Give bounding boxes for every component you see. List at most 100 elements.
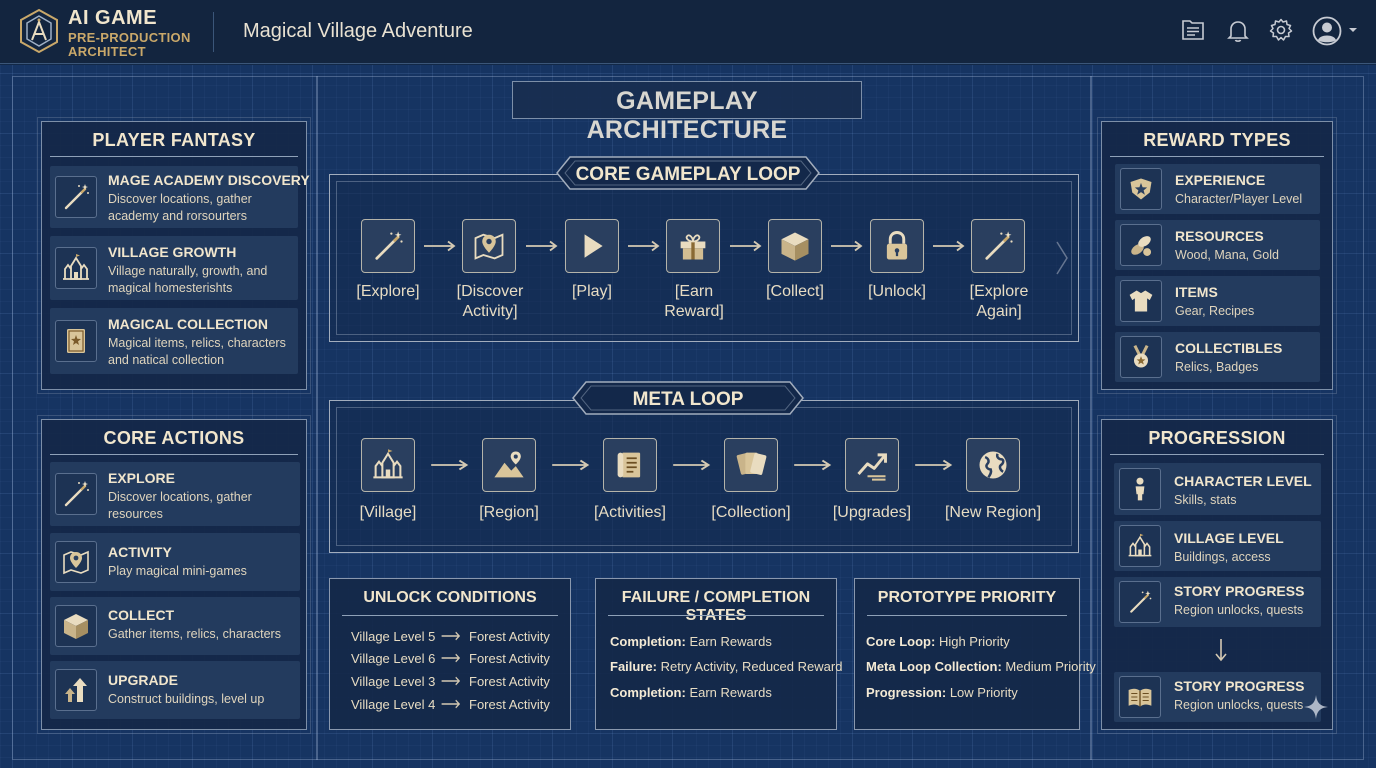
tab-shape (556, 156, 820, 190)
reward-card-experience[interactable]: EXPERIENCE Character/Player Level (1115, 164, 1320, 214)
core-step-collect[interactable] (768, 219, 822, 273)
magic-wand-icon (1119, 581, 1161, 623)
state-key: Failure: (610, 659, 657, 674)
priority-key: Core Loop: (866, 634, 936, 649)
medal-icon (1120, 336, 1162, 378)
cards-icon (733, 447, 769, 483)
reward-types-panel: REWARD TYPES EXPERIENCE Character/Player… (1097, 117, 1337, 394)
player-fantasy-panel: PLAYER FANTASY MAGE ACADEMY DISCOVERY Di… (37, 117, 311, 394)
unlock-to: Forest Activity (469, 674, 550, 689)
fantasy-card-village-growth[interactable]: VILLAGE GROWTH Village naturally, growth… (50, 236, 298, 300)
core-step-discover-activity[interactable] (462, 219, 516, 273)
arrow-right-icon (672, 459, 712, 471)
castle-icon (55, 247, 97, 289)
arrow-right-icon (423, 240, 457, 252)
magic-wand-icon (370, 228, 406, 264)
state-value: Retry Activity, Reduced Reward (660, 659, 843, 674)
card-title: STORY PROGRESS (1174, 583, 1305, 599)
magic-wand-icon (55, 176, 97, 218)
upgrade-arrows-icon (55, 669, 97, 711)
core-step-label: [Collect] (766, 283, 824, 300)
app-logo-icon (20, 8, 58, 54)
state-row: Failure: Retry Activity, Reduced Reward (610, 659, 842, 674)
card-title: RESOURCES (1175, 228, 1264, 244)
progression-panel: PROGRESSION CHARACTER LEVEL Skills, stat… (1097, 415, 1337, 734)
arrow-right-icon (793, 459, 833, 471)
bell-icon[interactable] (1225, 17, 1251, 43)
resources-icon (1120, 224, 1162, 266)
landscape-icon (491, 447, 527, 483)
priority-value: High Priority (938, 634, 1010, 649)
core-actions-panel: CORE ACTIONS EXPLORE Discover locations,… (37, 415, 311, 734)
card-description: Gather items, relics, characters (108, 627, 281, 641)
arrow-right-icon (932, 240, 966, 252)
core-step-explore[interactable] (361, 219, 415, 273)
core-step-unlock[interactable] (870, 219, 924, 273)
meta-step-region[interactable] (482, 438, 536, 492)
card-description: Gear, Recipes (1175, 304, 1255, 318)
card-title: COLLECT (108, 607, 175, 623)
reward-card-items[interactable]: ITEMS Gear, Recipes (1115, 276, 1320, 326)
core-step-play[interactable] (565, 219, 619, 273)
action-card-explore[interactable]: EXPLORE Discover locations, gather resou… (50, 462, 300, 526)
arrow-right-icon (441, 699, 461, 709)
reward-card-resources[interactable]: RESOURCES Wood, Mana, Gold (1115, 220, 1320, 270)
progress-card-character-level[interactable]: CHARACTER LEVEL Skills, stats (1114, 463, 1321, 515)
panel-divider (50, 156, 298, 157)
progress-card-village-level[interactable]: VILLAGE LEVEL Buildings, access (1114, 521, 1321, 571)
player-fantasy-title: PLAYER FANTASY (92, 130, 256, 150)
card-title: ITEMS (1175, 284, 1218, 300)
priority-value: Low Priority (949, 685, 1018, 700)
action-card-upgrade[interactable]: UPGRADE Construct buildings, level up (50, 661, 300, 719)
progress-card-story-progress[interactable]: STORY PROGRESS Region unlocks, quests (1114, 577, 1321, 627)
meta-step-upgrades[interactable] (845, 438, 899, 492)
card-description: Skills, stats (1174, 493, 1237, 507)
meta-loop-title: META LOOP (632, 389, 744, 410)
unlock-row: Village Level 5 Forest Activity (351, 629, 550, 644)
top-bar: AI GAME PRE-PRODUCTION ARCHITECT Magical… (0, 0, 1376, 64)
core-step-label: [Explore] (356, 283, 420, 300)
map-pin-icon (55, 541, 97, 583)
arrow-down-icon (1215, 639, 1227, 662)
card-title: ACTIVITY (108, 544, 172, 560)
core-loop-tab: CORE GAMEPLAY LOOP (556, 156, 820, 190)
progress-card-story-progress-2[interactable]: STORY PROGRESS Region unlocks, quests (1114, 672, 1321, 722)
unlock-row: Village Level 6 Forest Activity (351, 651, 550, 666)
card-title: COLLECTIBLES (1175, 340, 1283, 356)
unlock-from: Village Level 4 (351, 697, 436, 712)
card-description: Discover locations, gather resources (108, 490, 252, 521)
fantasy-card-magical-collection[interactable]: MAGICAL COLLECTION Magical items, relics… (50, 308, 298, 374)
priority-row: Progression: Low Priority (866, 685, 1018, 700)
spellbook-icon (55, 320, 97, 362)
core-step-earn-reward[interactable] (666, 219, 720, 273)
meta-step-new-region[interactable] (966, 438, 1020, 492)
core-step-label: [Explore Again] (969, 283, 1029, 320)
gift-icon (675, 228, 711, 264)
card-title: UPGRADE (108, 672, 179, 688)
user-avatar-icon[interactable] (1312, 16, 1342, 46)
brand-tagline-1: PRE-PRODUCTION (68, 30, 191, 45)
priority-title: PROTOTYPE PRIORITY (877, 589, 1057, 606)
meta-step-label: [Village] (359, 504, 417, 521)
brand-name: AI GAME (68, 7, 158, 29)
brand-tagline-2: ARCHITECT (68, 44, 146, 59)
meta-step-activities[interactable] (603, 438, 657, 492)
meta-step-village[interactable] (361, 438, 415, 492)
document-icon[interactable] (1180, 17, 1206, 43)
action-card-activity[interactable]: ACTIVITY Play magical mini-games (50, 533, 300, 591)
meta-step-label: [Upgrades] (832, 504, 912, 521)
arrow-right-icon (525, 240, 559, 252)
gear-icon[interactable] (1268, 17, 1294, 43)
chevron-down-icon[interactable] (1348, 26, 1358, 34)
card-title: MAGE ACADEMY DISCOVERY (108, 172, 310, 188)
meta-loop-box (329, 400, 1079, 553)
frame-outer (12, 76, 1364, 760)
meta-step-collection[interactable] (724, 438, 778, 492)
action-card-collect[interactable]: COLLECT Gather items, relics, characters (50, 597, 300, 655)
core-step-explore-again[interactable] (971, 219, 1025, 273)
unlock-row: Village Level 4 Forest Activity (351, 697, 550, 712)
reward-card-collectibles[interactable]: COLLECTIBLES Relics, Badges (1115, 332, 1320, 382)
castle-icon (370, 447, 406, 483)
card-title: EXPERIENCE (1175, 172, 1266, 188)
fantasy-card-mage-academy[interactable]: MAGE ACADEMY DISCOVERY Discover location… (50, 166, 310, 228)
